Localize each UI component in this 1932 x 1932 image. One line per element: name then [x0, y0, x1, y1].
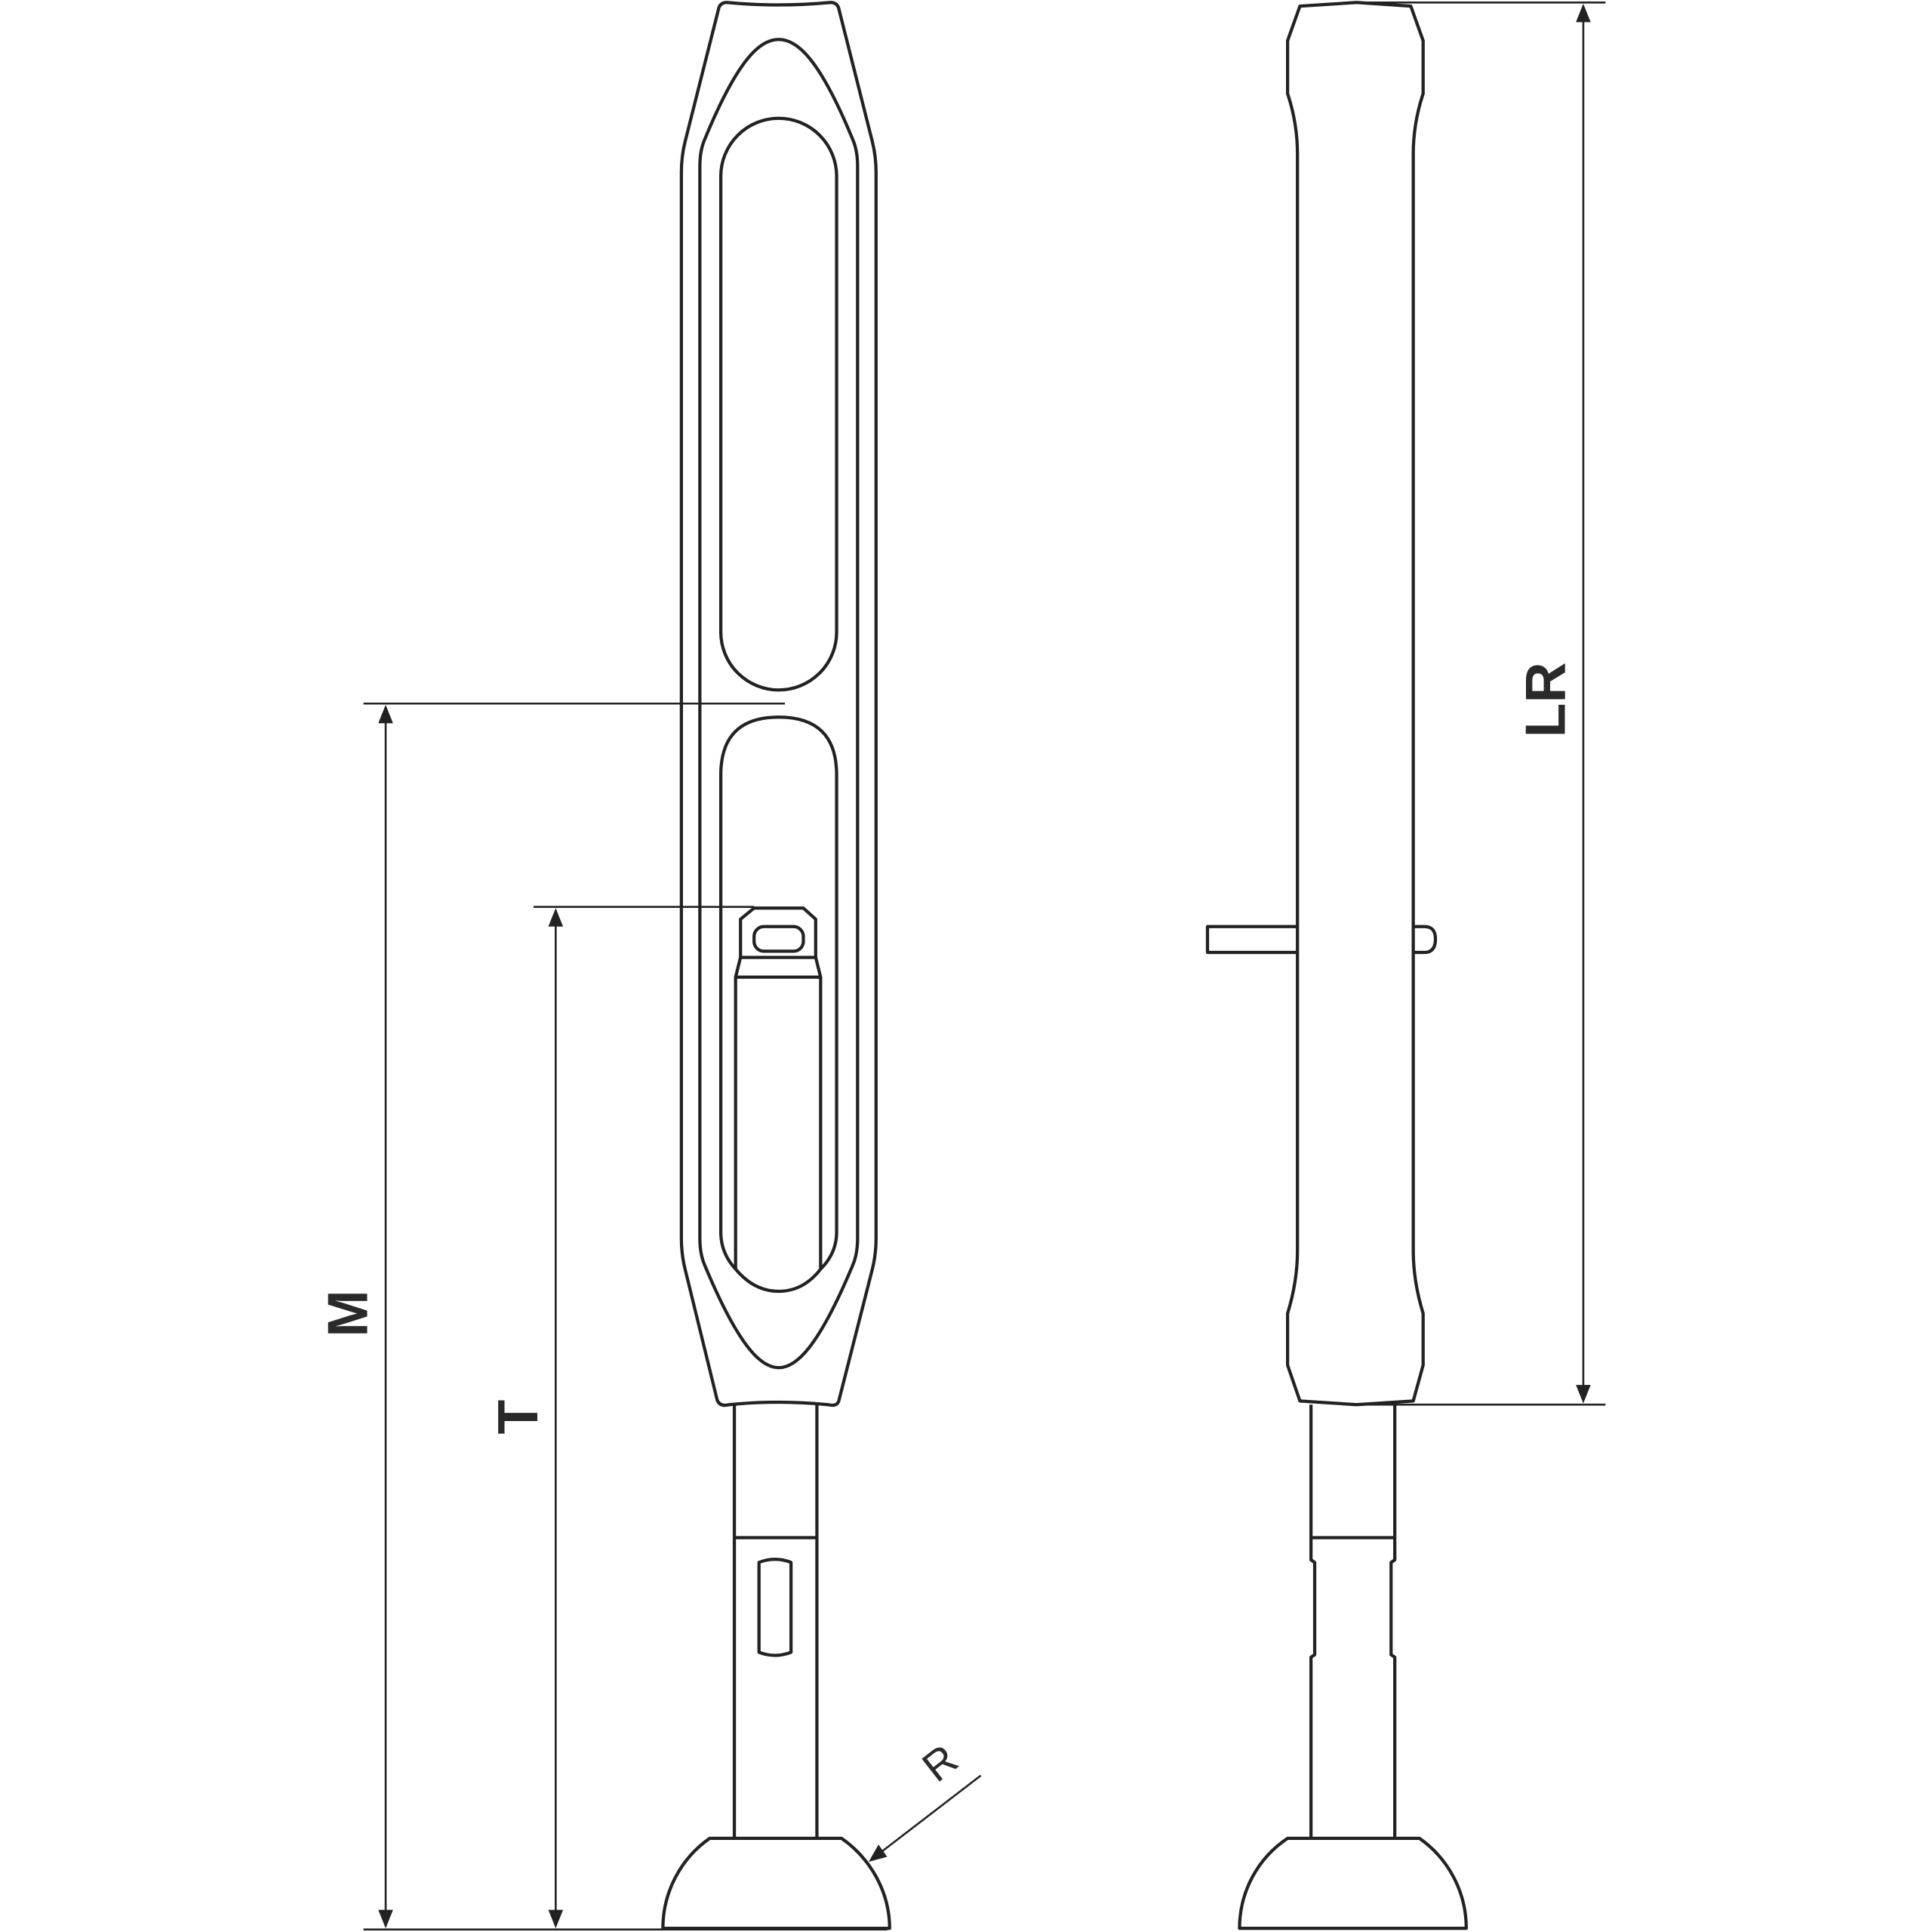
side-base-foot — [1238, 1836, 1468, 1930]
socket-head — [734, 906, 823, 1269]
dim-label-r: R — [914, 1735, 967, 1791]
dim-r-leader — [878, 1774, 982, 1854]
arrow-r — [869, 1844, 888, 1862]
handle-inner-contour — [698, 38, 860, 1370]
socket-window — [752, 924, 805, 953]
side-shaft — [1309, 1404, 1397, 1838]
side-pin — [1205, 924, 1298, 955]
side-view — [1205, 1, 1468, 1930]
arrow-lr-bottom — [1576, 1385, 1591, 1404]
dim-label-lr: LR — [1513, 662, 1577, 737]
shaft — [732, 1404, 819, 1838]
arrow-lr-top — [1576, 3, 1591, 23]
dim-label-m: M — [316, 1290, 380, 1337]
arrow-m-top — [378, 704, 393, 724]
arrow-t-bottom — [548, 1909, 564, 1929]
base-foot — [661, 1836, 891, 1930]
side-handle-contour — [1286, 1, 1425, 1407]
side-nub — [1414, 924, 1438, 955]
front-view — [661, 1, 891, 1930]
handle-outer-contour — [679, 1, 878, 1407]
arrow-t-top — [548, 908, 564, 927]
dimensions: M T R LR — [316, 1, 1606, 1931]
shaft-slot — [757, 1558, 793, 1657]
upper-slot — [718, 116, 838, 692]
dim-label-t: T — [486, 1399, 549, 1434]
lower-slot — [718, 715, 838, 1294]
arrow-m-bottom — [378, 1909, 393, 1929]
